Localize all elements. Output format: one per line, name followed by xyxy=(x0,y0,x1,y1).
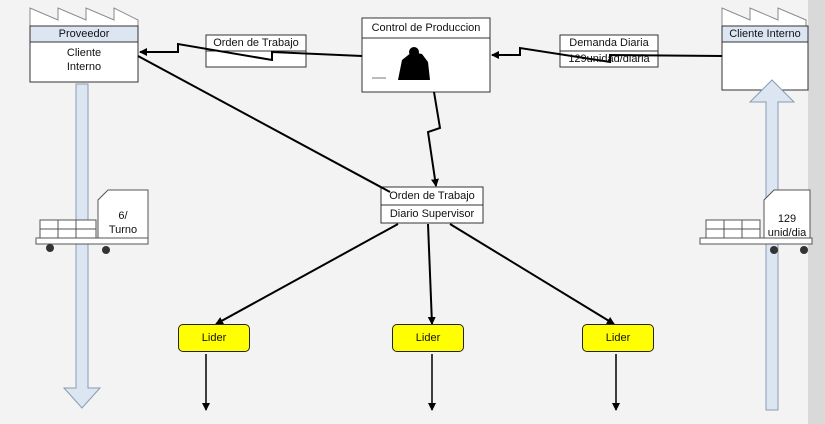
edge-strip xyxy=(808,0,825,424)
proveedor-title: Proveedor xyxy=(58,28,110,40)
zigzag-arrow-control-to-center xyxy=(426,91,442,187)
proveedor-line1: Cliente xyxy=(66,47,102,59)
lider-box-1: Lider xyxy=(178,324,250,352)
control-produccion-box xyxy=(361,17,491,93)
truck-left-line2: Turno xyxy=(108,224,138,236)
demanda-diaria-value: 129unidad/diaria xyxy=(568,53,650,65)
proveedor-factory xyxy=(29,7,139,83)
lider-box-3: Lider xyxy=(582,324,654,352)
truck-right-line2: unid/dia xyxy=(767,227,807,239)
proveedor-line2: Interno xyxy=(66,61,102,73)
truck-right-line1: 129 xyxy=(777,213,797,225)
truck-left-icon xyxy=(35,189,149,254)
truck-left-line1: 6/ xyxy=(118,210,128,222)
orden-trabajo-top-title: Orden de Trabajo xyxy=(213,37,299,49)
zigzag-arrow-control-to-orden xyxy=(139,42,363,62)
shipment-arrow-down xyxy=(62,83,102,409)
orden-trabajo-center-box xyxy=(380,186,484,224)
arrow-center-to-lider-2 xyxy=(427,223,436,325)
cliente-interno-title: Cliente Interno xyxy=(729,28,801,40)
lider-box-2: Lider xyxy=(392,324,464,352)
orden-trabajo-center-title: Orden de Trabajo xyxy=(389,190,475,202)
connector-center-to-proveedor xyxy=(137,55,391,193)
zigzag-arrow-cliente-to-control xyxy=(491,46,723,64)
control-produccion-title: Control de Produccion xyxy=(371,22,481,34)
truck-right-icon xyxy=(699,189,813,254)
cliente-interno-factory xyxy=(721,7,809,91)
demanda-diaria-title: Demanda Diaria xyxy=(569,37,649,49)
shipment-arrow-up xyxy=(748,79,796,411)
orden-trabajo-center-subtitle: Diario Supervisor xyxy=(389,208,475,220)
worker-icon xyxy=(372,47,430,80)
arrow-center-to-lider-1 xyxy=(215,223,399,325)
arrow-center-to-lider-3 xyxy=(449,223,615,325)
